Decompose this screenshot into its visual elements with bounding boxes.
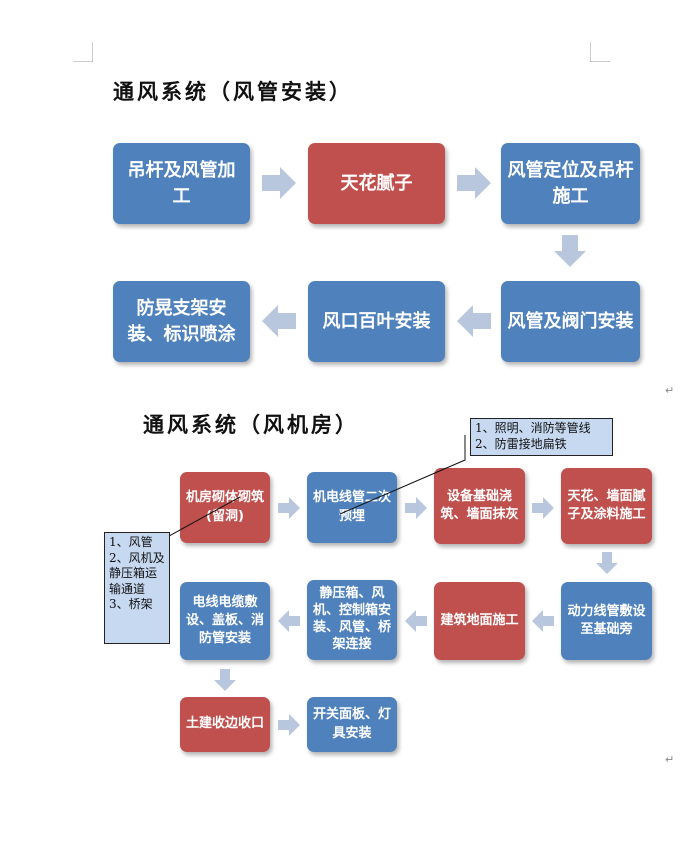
step-box: 土建收边收口	[180, 697, 270, 752]
arrow-right-icon	[278, 714, 300, 736]
step-box: 动力线管敷设至基础旁	[561, 582, 652, 660]
arrow-left-icon	[457, 305, 491, 337]
step-box: 电线电缆敷设、盖板、消防管安装	[180, 582, 270, 660]
arrow-down-icon	[554, 235, 586, 267]
arrow-left-icon	[278, 610, 300, 632]
step-box: 设备基础浇筑、墙面抹灰	[434, 468, 525, 544]
step-box: 开关面板、灯具安装	[307, 697, 397, 752]
step-box: 风管及阀门安装	[501, 281, 640, 362]
step-box: 防晃支架安装、标识喷涂	[113, 281, 250, 362]
section2-title: 通风系统（风机房）	[143, 412, 359, 437]
section1-title: 通风系统（风管安装）	[113, 79, 353, 104]
arrow-down-icon	[596, 552, 618, 574]
step-box: 风管定位及吊杆施工	[501, 143, 640, 224]
arrow-left-icon	[405, 610, 427, 632]
callout-top: 1、照明、消防等管线 2、防雷接地扁铁	[470, 418, 613, 456]
arrow-right-icon	[278, 497, 300, 519]
step-box: 风口百叶安装	[308, 281, 445, 362]
arrow-right-icon	[262, 167, 296, 199]
step-box: 天花、墙面腻子及涂料施工	[561, 468, 652, 544]
step-box: 天花腻子	[308, 143, 445, 224]
step-box: 吊杆及风管加工	[113, 143, 250, 224]
paragraph-mark: ↵	[665, 753, 675, 766]
arrow-left-icon	[262, 305, 296, 337]
arrow-right-icon	[457, 167, 491, 199]
step-box: 静压箱、风机、控制箱安装、风管、桥架连接	[307, 580, 397, 660]
step-box: 建筑地面施工	[434, 582, 525, 660]
callout-left: 1、风管 2、风机及静压箱运输通道 3、桥架	[104, 532, 170, 644]
arrow-down-icon	[214, 669, 236, 691]
step-box: 机房砌体砌筑(留洞)	[180, 472, 270, 543]
arrow-right-icon	[532, 497, 554, 519]
arrow-right-icon	[405, 497, 427, 519]
arrow-left-icon	[532, 610, 554, 632]
step-box: 机电线管二次预埋	[307, 472, 397, 543]
paragraph-mark: ↵	[665, 384, 675, 397]
